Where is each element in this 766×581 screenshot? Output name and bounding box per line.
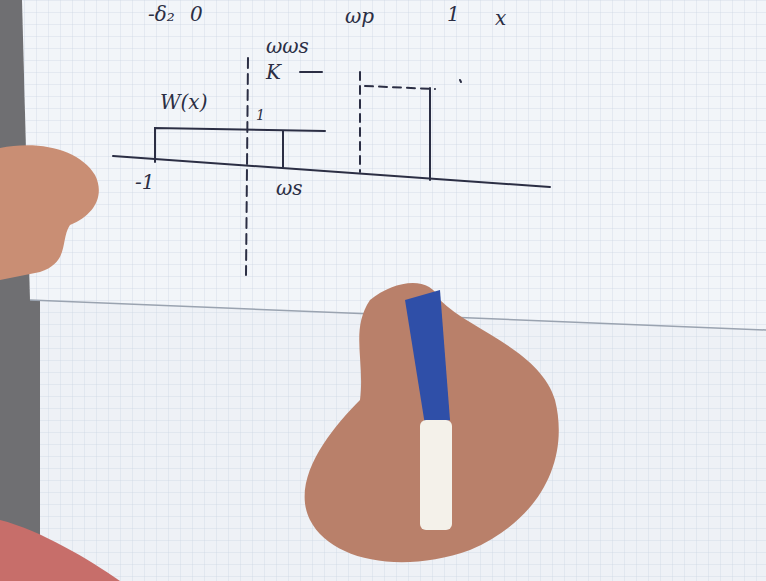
pen-cap bbox=[420, 420, 452, 530]
level-label: ωωs bbox=[266, 36, 309, 56]
axis-tick-label: ωs bbox=[276, 178, 303, 198]
y-axis bbox=[246, 58, 248, 275]
right-hand bbox=[305, 283, 559, 562]
block-right bbox=[429, 88, 431, 180]
level-label: K bbox=[266, 62, 281, 82]
pen bbox=[405, 290, 450, 425]
axis-tick-label: -1 bbox=[135, 172, 154, 192]
block-left bbox=[359, 72, 361, 172]
function-label: W(x) bbox=[160, 92, 207, 112]
ws-tick bbox=[282, 131, 284, 167]
axis-tick-label: 1 bbox=[447, 4, 460, 24]
sleeve bbox=[0, 520, 120, 581]
x-axis bbox=[113, 156, 550, 187]
k-level-dash bbox=[300, 71, 322, 73]
upper-grid bbox=[22, 0, 766, 330]
left-hand bbox=[0, 145, 99, 280]
axis-tick-label: ωp bbox=[345, 6, 374, 26]
dot bbox=[460, 80, 461, 82]
block-top bbox=[365, 86, 435, 89]
axis-tick-label: -δ₂ bbox=[148, 4, 175, 24]
weight-step bbox=[155, 128, 325, 162]
axis-name: x bbox=[495, 8, 506, 28]
level-label: 1 bbox=[256, 108, 265, 122]
axis-tick-label: 0 bbox=[190, 4, 203, 24]
upper-sheet bbox=[22, 0, 766, 330]
